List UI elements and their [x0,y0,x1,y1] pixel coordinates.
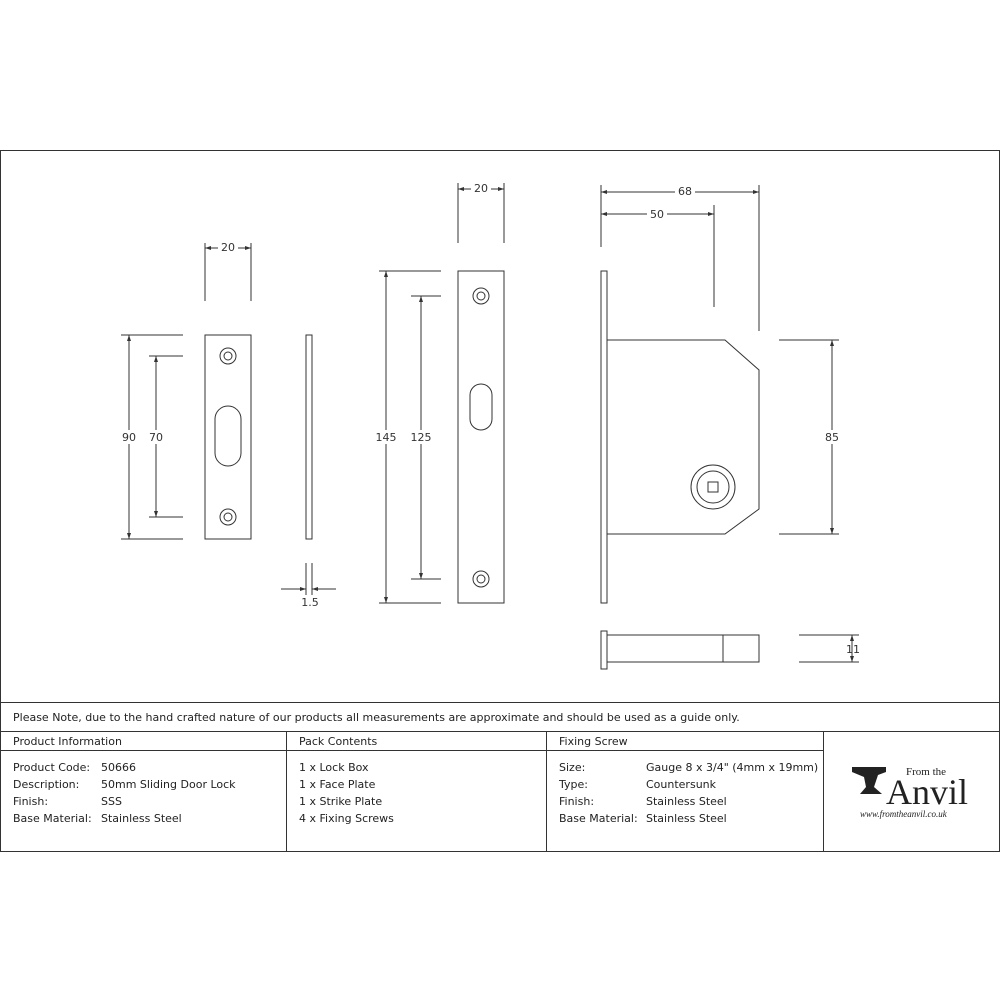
dim-strike-thickness: 1.5 [301,596,319,609]
face-plate-front [457,270,505,604]
finish-row: Finish:SSS [13,795,122,808]
lock-spindle-square [707,481,719,493]
dim-case-depth: 68 [678,185,692,198]
lock-spindle-boss [690,464,736,510]
dim-backset: 50 [650,208,664,221]
anvil-icon [852,767,886,794]
dim-case-height: 85 [825,431,839,444]
dim-face-hole-spacing: 125 [411,431,432,444]
strike-screw-hole-bottom [219,508,237,526]
screw-type-row: Type:Countersunk [559,778,717,791]
lock-faceplate-side [600,270,608,604]
lock-case [606,339,760,535]
strike-plate-side [305,334,313,540]
strike-plate-front [204,334,252,540]
spec-table: Product Information Product Code:50666 D… [1,732,999,851]
bolt-body [606,634,760,663]
product-information-heading: Product Information [1,732,286,751]
dim-strike-height: 90 [122,431,136,444]
pack-item: 4 x Fixing Screws [299,812,394,825]
pack-item: 1 x Strike Plate [299,795,383,808]
fixing-screw-column: Fixing Screw Size:Gauge 8 x 3/4" (4mm x … [546,732,823,851]
strike-slot [214,405,242,467]
dim-face-height: 145 [376,431,397,444]
brand-url: www.fromtheanvil.co.uk [860,809,948,819]
pack-contents-heading: Pack Contents [287,732,546,751]
screw-material-row: Base Material:Stainless Steel [559,812,727,825]
pack-item: 1 x Lock Box [299,761,369,774]
product-information-column: Product Information Product Code:50666 D… [1,732,286,851]
face-screw-hole-bottom [472,570,490,588]
dim-strike-hole-spacing: 70 [149,431,163,444]
dim-bolt-thickness: 11 [846,643,860,656]
bolt-faceplate [600,630,608,670]
screw-finish-row: Finish:Stainless Steel [559,795,727,808]
technical-drawing-sheet: 20 90 70 1.5 20 145 125 68 50 85 11 Plea… [0,150,1000,852]
pack-contents-column: Pack Contents 1 x Lock Box 1 x Face Plat… [286,732,546,851]
fixing-screw-heading: Fixing Screw [547,732,823,751]
base-material-row: Base Material:Stainless Steel [13,812,182,825]
brand-name: Anvil [886,772,968,812]
dim-face-width: 20 [474,182,488,195]
lock-drawing: 20 90 70 1.5 20 145 125 68 50 85 11 [119,181,860,670]
screw-size-row: Size:Gauge 8 x 3/4" (4mm x 19mm) [559,761,819,774]
face-screw-hole-top [472,287,490,305]
disclaimer-note: Please Note, due to the hand crafted nat… [1,702,999,732]
from-the-text: From the [906,766,946,778]
dim-strike-width: 20 [221,241,235,254]
strike-screw-hole-top [219,347,237,365]
face-slot [469,383,493,431]
brand-logo: From the Anvil www.fromtheanvil.co.uk [823,732,1000,851]
description-row: Description:50mm Sliding Door Lock [13,778,236,791]
pack-item: 1 x Face Plate [299,778,376,791]
product-code-row: Product Code:50666 [13,761,136,774]
